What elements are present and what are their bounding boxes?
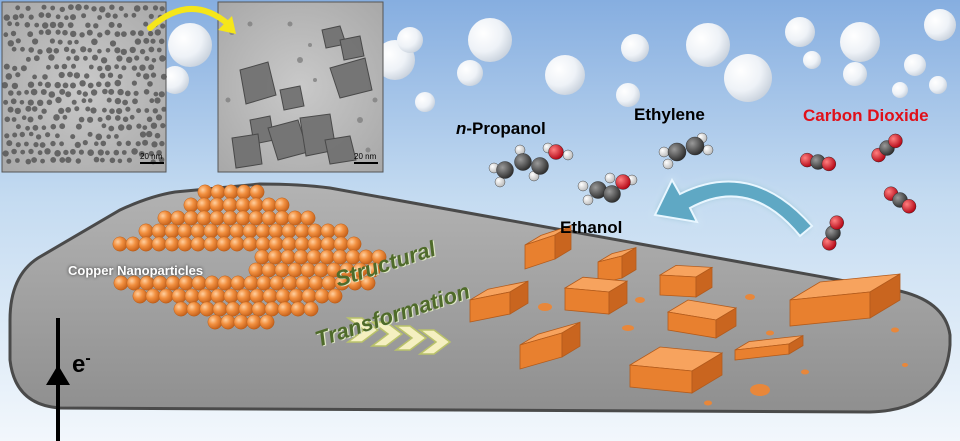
electron-wire xyxy=(46,318,70,441)
tem-inset-right xyxy=(217,1,384,173)
copper-nanoparticle-cluster xyxy=(112,184,387,330)
n-propanol-prefix: n xyxy=(456,119,467,138)
copper-nanocubes xyxy=(469,224,901,394)
electron-symbol: e xyxy=(72,351,86,378)
left-scale-label: 20 nm xyxy=(140,152,163,161)
tem-inset-left xyxy=(1,1,167,173)
electron-charge: - xyxy=(85,350,91,367)
carbon-dioxide-label: Carbon Dioxide xyxy=(803,106,929,125)
transformation-chevrons xyxy=(345,317,452,355)
reduction-process-arrow xyxy=(653,177,814,238)
molecule-models xyxy=(488,132,917,251)
ethanol-label: Ethanol xyxy=(560,218,623,237)
n-propanol-label: n-Propanol xyxy=(456,119,546,139)
electron-label: e- xyxy=(72,350,91,379)
gas-bubbles xyxy=(161,9,956,112)
inset-transition-arrow xyxy=(147,6,236,34)
n-propanol-suffix: -Propanol xyxy=(466,119,546,138)
copper-fragments xyxy=(538,294,908,406)
right-scale-label: 20 nm xyxy=(354,152,377,161)
copper-nanoparticles-label: Copper Nanoparticles xyxy=(68,263,204,278)
ethylene-label: Ethylene xyxy=(634,105,705,124)
